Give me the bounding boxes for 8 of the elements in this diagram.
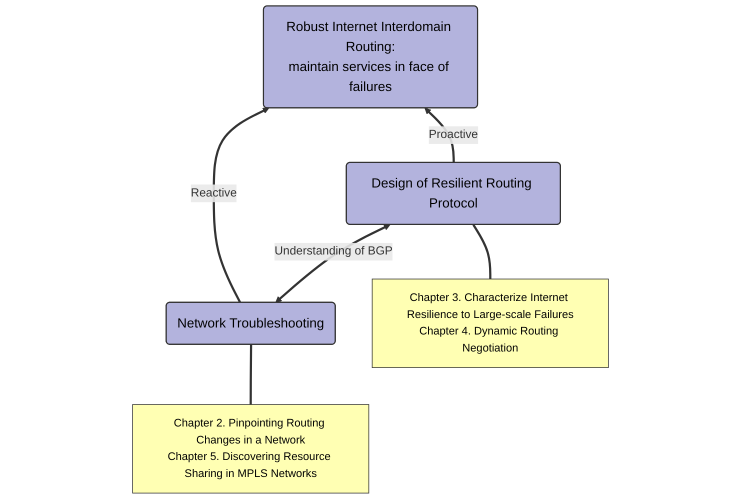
edge-label: Proactive xyxy=(428,128,478,141)
connector xyxy=(472,224,492,280)
connector xyxy=(250,344,252,405)
node-box: Chapter 2. Pinpointing Routing Changes in a Network Chapter 5. Discovering Resource Sharing in MPLS Networks xyxy=(132,404,370,494)
arrow xyxy=(212,108,270,304)
edge-label: Understanding of BGP xyxy=(274,245,393,258)
edge-label: Reactive xyxy=(190,186,237,200)
node-box: Chapter 3. Characterize Internet Resilience to Large-scale Failures Chapter 4. Dynamic Routing Negotiation xyxy=(372,278,609,368)
